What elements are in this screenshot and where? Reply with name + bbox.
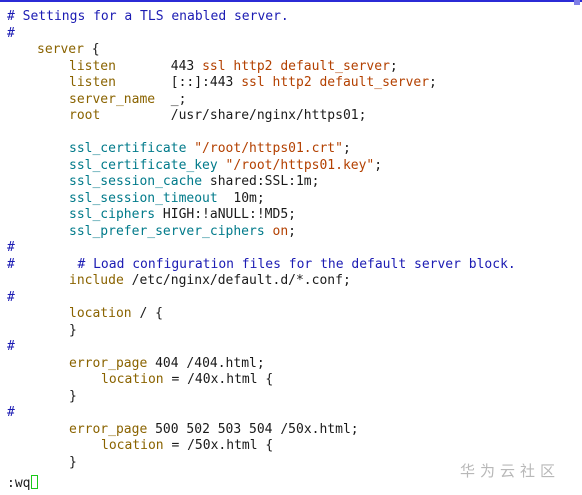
directive-location: location [69, 306, 132, 321]
code-line-comment: # Settings for a TLS enabled server. [7, 9, 289, 24]
directive-listen: listen [69, 75, 116, 90]
code-string: "/root/https01.key" [225, 158, 375, 173]
directive-server: server [37, 42, 84, 57]
code-text: ; [374, 158, 383, 173]
watermark-logo: 华为云社区 [460, 462, 561, 480]
directive-ssl-prefer-server-ciphers: ssl_prefer_server_ciphers [69, 224, 265, 239]
directive-server-name: server_name [69, 92, 156, 107]
text-cursor [31, 475, 39, 489]
code-line-server-name: server_name _; [69, 92, 186, 109]
code-text [218, 158, 226, 173]
code-line-comment: # # Load configuration files for the def… [7, 257, 516, 272]
code-special: ssl http2 default_server [202, 59, 390, 74]
code-text: / { [131, 306, 163, 321]
window-top-border [0, 0, 582, 2]
code-line-comment: # [7, 405, 15, 420]
scroll-indicator [574, 0, 580, 5]
code-line-comment: # [7, 290, 15, 305]
code-text: ; [389, 59, 398, 74]
code-line-error-page-404: error_page 404 /404.html; [69, 356, 265, 373]
code-text: ; [429, 75, 437, 90]
code-text: HIGH:!aNULL:!MD5; [155, 207, 296, 222]
code-text: /usr/share/nginx/https01; [100, 108, 367, 123]
code-line-include: include /etc/nginx/default.d/*.conf; [69, 273, 351, 290]
code-line-ssl-session-timeout: ssl_session_timeout 10m; [69, 191, 265, 208]
code-line-close-brace: } [69, 455, 77, 470]
code-text [265, 224, 273, 239]
code-text: 404 /404.html; [147, 356, 265, 371]
code-text: { [83, 42, 100, 57]
code-line-comment: # [7, 240, 15, 255]
code-line-comment: # [7, 26, 15, 41]
code-line-comment: # [7, 339, 15, 354]
code-line-ssl-certificate: ssl_certificate "/root/https01.crt"; [69, 141, 351, 158]
directive-location: location [101, 438, 164, 453]
code-line-root: root /usr/share/nginx/https01; [69, 108, 366, 125]
code-line-close-brace: } [69, 323, 77, 338]
code-text: [::]:443 [115, 75, 242, 90]
directive-ssl-session-cache: ssl_session_cache [69, 174, 203, 189]
command-text[interactable]: :wq [7, 476, 31, 491]
directive-error-page: error_page [69, 356, 148, 371]
directive-include: include [69, 273, 124, 288]
code-line-close-brace: } [69, 389, 77, 404]
code-special: ssl http2 default_server [241, 75, 430, 90]
code-text: ; [288, 224, 296, 239]
code-text: 10m; [217, 191, 265, 206]
code-text: _; [155, 92, 187, 107]
code-text: 500 502 503 504 /50x.html; [147, 422, 359, 437]
code-line-location-50x: location = /50x.html { [101, 438, 273, 455]
directive-error-page: error_page [69, 422, 148, 437]
code-text: /etc/nginx/default.d/*.conf; [123, 273, 351, 288]
code-line-location-40x: location = /40x.html { [101, 372, 273, 389]
code-text: = /50x.html { [163, 438, 274, 453]
directive-ssl-certificate: ssl_certificate [69, 141, 187, 156]
vim-command-line[interactable]: :wq [7, 475, 39, 491]
code-line-ssl-session-cache: ssl_session_cache shared:SSL:1m; [69, 174, 319, 191]
code-line-location: location / { [69, 306, 163, 323]
directive-listen: listen [69, 59, 116, 74]
code-line-ssl-certificate-key: ssl_certificate_key "/root/https01.key"; [69, 158, 382, 175]
code-line-error-page-50x: error_page 500 502 503 504 /50x.html; [69, 422, 359, 439]
code-line-listen: listen 443 ssl http2 default_server; [69, 59, 398, 76]
directive-location: location [101, 372, 164, 387]
code-text: 443 [115, 59, 203, 74]
code-text: = /40x.html { [163, 372, 274, 387]
code-line-server: server { [37, 42, 100, 59]
code-special: on [272, 224, 289, 239]
code-line-ssl-prefer-server-ciphers: ssl_prefer_server_ciphers on; [69, 224, 296, 241]
directive-ssl-ciphers: ssl_ciphers [69, 207, 156, 222]
code-string: "/root/https01.crt" [194, 141, 343, 156]
code-text: shared:SSL:1m; [202, 174, 320, 189]
code-line-ssl-ciphers: ssl_ciphers HIGH:!aNULL:!MD5; [69, 207, 296, 224]
directive-ssl-certificate-key: ssl_certificate_key [69, 158, 218, 173]
directive-ssl-session-timeout: ssl_session_timeout [69, 191, 218, 206]
directive-root: root [69, 108, 101, 123]
code-text: ; [342, 141, 351, 156]
code-line-listen-ipv6: listen [::]:443 ssl http2 default_server… [69, 75, 437, 92]
